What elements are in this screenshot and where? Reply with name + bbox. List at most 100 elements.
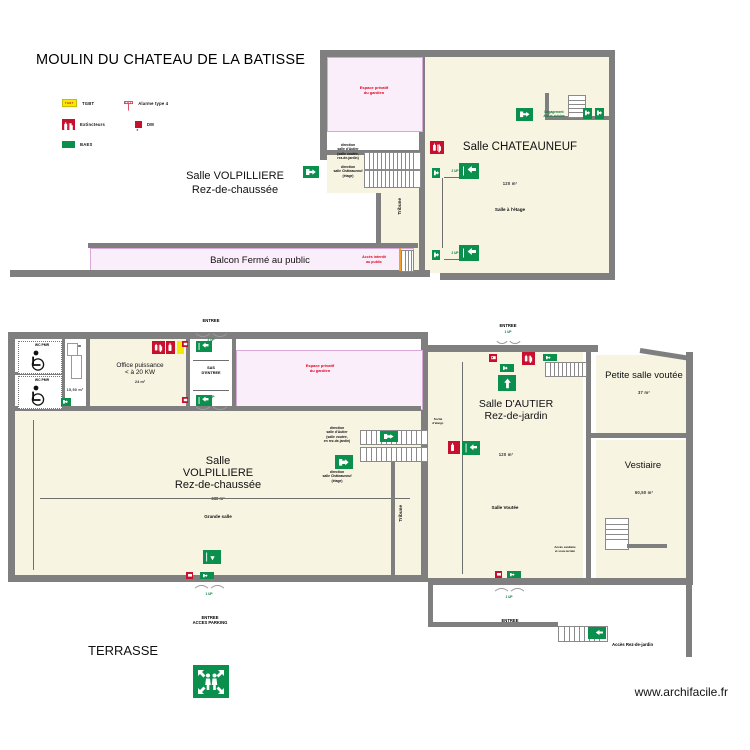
direction-chateauneuf-label-upper: direction salle Châteauneuf (étage) [333,165,363,178]
vestiaire-stairs [605,518,629,550]
legend: TGBT TGBT Alarme type 4 [62,98,168,159]
exit-sign-stairs-lower-lower [335,455,353,469]
office-line2: < à 20 KW [124,369,155,376]
wall-petite-left [586,352,591,578]
door-width-upper-mid: 2 UP [451,169,459,173]
volpilliere-sub: Grande salle [204,514,232,519]
fire-extinguisher-sign-office-2 [166,341,175,354]
wall-kitchen-corridor-left [545,93,549,120]
footer-url: www.archifacile.fr [634,685,728,699]
room-vestiaire-area: 60,50 m² [634,490,654,495]
legend-row-2: Extincteurs DM [62,119,168,133]
tgbt-icon: TGBT [62,99,77,107]
exit-sign-autier-left [462,441,480,455]
wc-pmr-label-2: WC PMR [34,378,50,382]
exit-sign-upper-low-big [459,245,479,261]
volpilliere-line3: Rez-de-chaussée [174,479,262,491]
wc-pmr-box-1: WC PMR [18,341,62,374]
floor-volpilliere [15,410,421,575]
wall-garden-bottom [428,622,558,627]
room-vestiaire-title: Vestiaire [624,460,662,471]
fire-extinguisher-sign-autier-left [448,441,460,454]
dimension-line-volpilliere-v [33,420,34,570]
private-area-upper [327,57,423,132]
entrance-bottom-left-width: 1 UP [205,592,213,596]
legend-label-dm: DM [147,122,154,127]
legend-label-alarm: Alarme type 4 [138,100,169,106]
entrance-width-top-left: 2 UP [207,338,215,342]
kitchen-stairs [568,95,586,118]
fire-extinguisher-sign-autier [522,352,535,365]
office-line1: Office puissance [116,362,164,369]
exit-sign-volpilliere-bottom [203,550,221,564]
room-petite-salle-area: 37 m² [638,390,650,395]
wall-petite-bottom [590,433,693,438]
dm-sign-sas-bottom [182,397,188,403]
autier-line2: Rez-de-jardin [484,410,548,422]
wall-upper-right [608,50,615,280]
legend-item-extinguisher: Extincteurs [62,119,106,132]
tribune-label-upper: Tribune [397,198,402,215]
wall-garden-right [428,585,433,627]
wall-wc-inner-vert [62,339,65,410]
balcony-label: Balcon Fermé au public [210,255,310,266]
upper-left-caption-line1: Salle VOLPILLIERE [186,170,284,182]
exit-sign-upper-left [303,166,319,178]
exit-sign-door-upper-low [432,250,440,260]
autier-line1: Salle D'AUTIER [478,398,554,410]
upper-left-caption-line2: Rez-de-chaussée [191,183,279,196]
dimension-line-chateauneuf [442,178,443,248]
lower-floor-plan: Espace privatif du gardien ENTREE 2 UP S… [0,300,750,700]
room-autier-area: 120 m² [498,452,514,457]
fire-extinguisher-sign-office [152,341,165,354]
wall-office-right [186,339,190,410]
upper-left-caption: Salle VOLPILLIERE Rez-de-chaussée [145,170,325,198]
balcony-warning-label: Accès interdit au public [362,255,386,264]
terrasse-label: TERRASSE [88,643,159,658]
exit-sign-sas-top [196,341,212,352]
dm-sign-volpilliere [186,572,193,579]
legend-label-tgbt: TGBT [82,100,95,106]
room-chateauneuf-floor [425,57,609,273]
exit-sign-sas-bottom [196,395,212,406]
floor-vestiaire [596,440,686,578]
exit-sign-garden-access [588,627,606,639]
exit-sign-kitchen [516,108,533,121]
dm-sign-bottom [495,571,502,578]
wall-upper-bottom [440,273,615,280]
wc-pmr-label-1: WC PMR [34,343,50,347]
door-group-upper-low: 2 UP [432,247,470,264]
wall-lower-bottom-left [8,575,428,582]
private-area-upper-label: Espace privatif du gardien [359,85,389,96]
exit-sign-door-upper-mid [432,168,440,178]
entrance-bottom-right-width: 1 UP [505,595,513,599]
balcony-area [90,248,414,273]
alarm-icon [124,98,134,111]
direction-chateauneuf-label-lower: direction salle Châteauneuf (étage) [322,470,352,483]
legend-item-tgbt: TGBT TGBT [62,99,94,107]
legend-row-3: BAES [62,141,168,153]
page-title: MOULIN DU CHATEAU DE LA BATISSE [36,52,306,68]
balcony-stairs [401,250,414,272]
floor-petite-salle [596,355,686,433]
upper-stairs-flight-1 [364,152,421,170]
balcony-wall-lower [10,270,430,277]
dimension-line-autier-v [462,362,463,574]
legend-label-extinguisher: Extincteurs [80,122,106,127]
entrance-door-top-right [494,332,523,345]
autier-stairs [545,362,587,377]
entrance-door-bottom-right [492,588,527,604]
dimension-line-volpilliere-h [40,498,410,499]
legend-row-1: TGBT TGBT Alarme type 4 [62,98,169,111]
room-autier-label: Salle D'AUTIER Rez-de-jardin [450,398,582,422]
legend-label-baes: BAES [80,142,93,147]
private-area-lower-label: Espace privatif du gardien [305,363,335,374]
lower-stairs-flight-2 [360,447,428,462]
exit-sign-upper-mid-big [459,163,479,179]
sink-fixture [71,355,82,379]
lower-note-label: Accès sanitaire et sous-terrain [554,545,576,553]
wall-wc-right [86,339,90,410]
office-label: Office puissance < à 20 KW 24 m² [95,362,185,384]
volpilliere-line2: VOLPILLIERE [182,467,254,479]
wall-chateauneuf-left [419,50,425,273]
